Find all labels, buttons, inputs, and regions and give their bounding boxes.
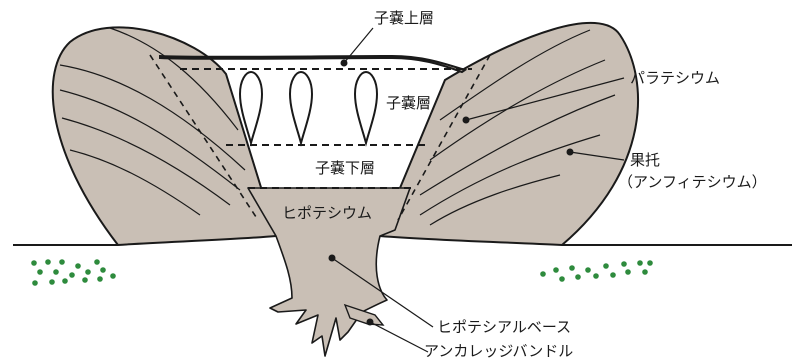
label-receptacle-sub: （アンフィテシウム） — [618, 173, 767, 191]
green-dots-left — [31, 259, 116, 286]
label-epithecium: 子嚢上層 — [374, 9, 434, 27]
right-receptacle-lobe — [380, 23, 638, 245]
label-hypothecium: ヒポテシウム — [282, 204, 372, 222]
label-subhymenium: 子嚢下層 — [315, 159, 375, 177]
label-receptacle: 果托 — [630, 151, 660, 169]
label-hypothecial-base: ヒポテシアルベース — [437, 318, 571, 336]
label-anchorage-bundle: アンカレッジバンドル — [424, 342, 573, 360]
label-parathecium: パラテシウム — [630, 69, 720, 87]
green-dots-right — [540, 260, 653, 282]
label-hymenium: 子嚢層 — [386, 94, 431, 112]
asci — [240, 72, 377, 143]
